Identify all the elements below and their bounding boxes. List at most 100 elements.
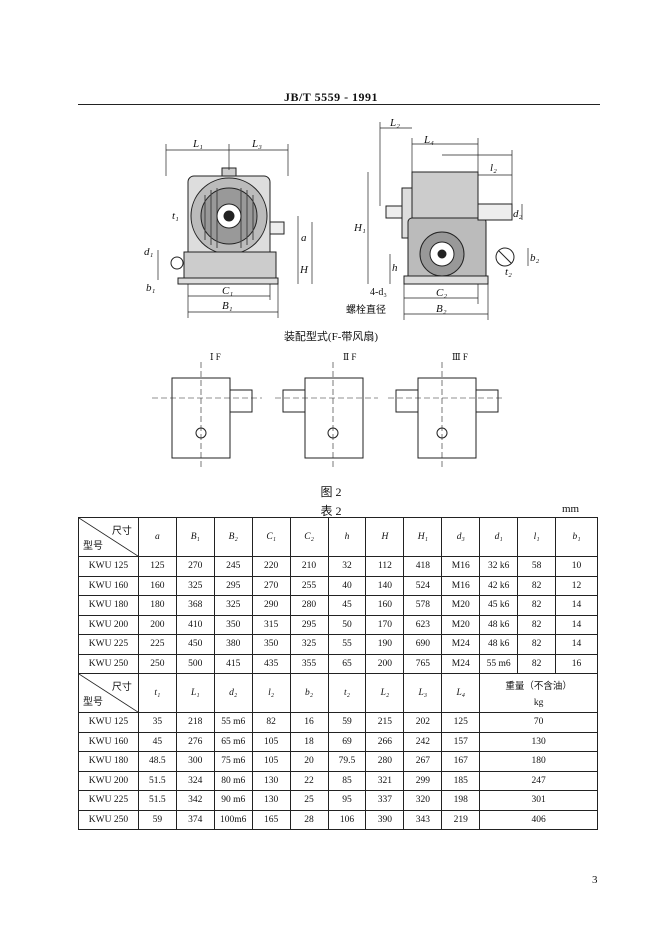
weight-cell: 406 — [479, 809, 598, 830]
table-cell: 35 — [137, 712, 177, 733]
table-cell: 125 — [441, 712, 481, 733]
table-cell: 32 k6 — [479, 556, 519, 577]
table-cell: 75 m6 — [213, 751, 253, 772]
table-cell: 14 — [555, 614, 598, 635]
table-unit: mm — [562, 503, 580, 515]
figure-caption: 图 2 — [320, 485, 342, 499]
weight-cell: 130 — [479, 731, 598, 752]
table-cell: 165 — [251, 809, 291, 830]
table-cell: M24 — [441, 653, 481, 674]
table-cell: 82 — [517, 653, 557, 674]
col-header: a — [137, 517, 177, 557]
table-cell: 320 — [403, 790, 443, 811]
table-cell: 48 k6 — [479, 614, 519, 635]
weight-cell: 70 — [479, 712, 598, 733]
table-cell: 58 — [517, 556, 557, 577]
table-corner-top: 尺寸 型号 — [78, 517, 139, 557]
table-cell: 160 — [137, 575, 177, 596]
dim-label-l4: L₄ — [424, 134, 434, 146]
model-cell: KWU 250 — [78, 653, 139, 674]
table-cell: 210 — [289, 556, 329, 577]
table-cell: 267 — [403, 751, 443, 772]
dim-label-b1: b₁ — [146, 282, 156, 294]
table-cell: 105 — [251, 751, 291, 772]
model-cell: KWU 200 — [78, 614, 139, 635]
model-cell: KWU 200 — [78, 770, 139, 791]
col-header: l₂ — [251, 673, 291, 713]
col-header: L₂ — [365, 673, 405, 713]
table-cell: 350 — [213, 614, 253, 635]
table-cell: 80 m6 — [213, 770, 253, 791]
table-cell: 157 — [441, 731, 481, 752]
corner-dimension-label: 尺寸 — [111, 682, 132, 693]
model-cell: KWU 160 — [78, 731, 139, 752]
col-header: C₁ — [251, 517, 291, 557]
table-cell: 18 — [289, 731, 329, 752]
page-number: 3 — [592, 874, 598, 886]
col-header: B₁ — [175, 517, 215, 557]
model-cell: KWU 125 — [78, 712, 139, 733]
table-cell: 390 — [365, 809, 405, 830]
bolt-diameter-label: 螺栓直径 — [346, 305, 386, 316]
table-cell: 82 — [251, 712, 291, 733]
table-cell: 374 — [175, 809, 215, 830]
table-cell: 25 — [289, 790, 329, 811]
table-cell: 45 — [137, 731, 177, 752]
weight-cell: 247 — [479, 770, 598, 791]
table-cell: 42 k6 — [479, 575, 519, 596]
table-cell: 90 m6 — [213, 790, 253, 811]
table-cell: 55 m6 — [213, 712, 253, 733]
corner-model-label: 型号 — [83, 697, 103, 708]
dim-label-d2: d₂ — [513, 208, 523, 220]
table-cell: 55 m6 — [479, 653, 519, 674]
table-cell: 82 — [517, 575, 557, 596]
header-rule — [78, 104, 600, 105]
col-header: H₁ — [403, 517, 443, 557]
table-cell: 59 — [327, 712, 367, 733]
table-cell: 315 — [251, 614, 291, 635]
variant-1f — [152, 362, 262, 470]
weight-cell: 180 — [479, 751, 598, 772]
table-cell: 85 — [327, 770, 367, 791]
col-header: H — [365, 517, 405, 557]
variant-label-1f: Ⅰ F — [210, 352, 221, 362]
table-cell: 95 — [327, 790, 367, 811]
bottom-header-row: 尺寸 型号 t₁ L₁ d₂ l₂ b₂ t₂ L₂ L₃ L₄ 重量（不含油）… — [78, 673, 598, 713]
table-cell: 130 — [251, 770, 291, 791]
right-view-gearbox — [385, 171, 515, 285]
table-cell: 295 — [213, 575, 253, 596]
col-header: t₁ — [137, 673, 177, 713]
table-cell: 45 — [327, 595, 367, 616]
table-cell: 50 — [327, 614, 367, 635]
table-cell: 321 — [365, 770, 405, 791]
weight-cell: 301 — [479, 790, 598, 811]
table-cell: 82 — [517, 595, 557, 616]
table-cell: 45 k6 — [479, 595, 519, 616]
table-cell: 198 — [441, 790, 481, 811]
col-header: d₂ — [213, 673, 253, 713]
weight-header-unit: kg — [533, 698, 544, 708]
table-cell: 48.5 — [137, 751, 177, 772]
col-header: L₁ — [175, 673, 215, 713]
table-cell: 300 — [175, 751, 215, 772]
model-cell: KWU 160 — [78, 575, 139, 596]
table-cell: 79.5 — [327, 751, 367, 772]
table-cell: 380 — [213, 634, 253, 655]
model-cell: KWU 250 — [78, 809, 139, 830]
table-cell: 355 — [289, 653, 329, 674]
dim-label-l3: L₃ — [252, 138, 262, 150]
table-cell: M20 — [441, 595, 481, 616]
table-cell: 270 — [175, 556, 215, 577]
table-cell: 16 — [555, 653, 598, 674]
table-cell: 200 — [365, 653, 405, 674]
table-cell: 140 — [365, 575, 405, 596]
model-cell: KWU 180 — [78, 751, 139, 772]
table-cell: 51.5 — [137, 790, 177, 811]
dim-label-b1-base: B₁ — [222, 300, 233, 312]
dim-label-a: a — [301, 232, 307, 244]
table-cell: 65 — [327, 653, 367, 674]
